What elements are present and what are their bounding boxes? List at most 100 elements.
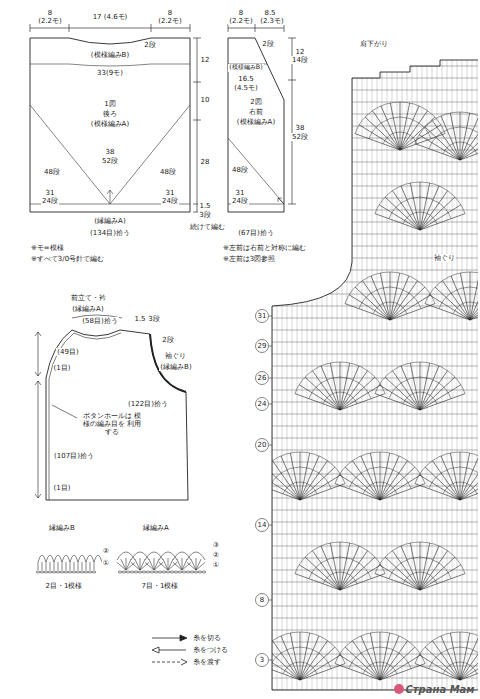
note: ※左前は右前と対称に編む xyxy=(222,244,307,252)
stitch-column xyxy=(417,60,418,690)
marker-tick xyxy=(269,525,272,526)
fan-stitch xyxy=(340,542,341,590)
row-line xyxy=(272,582,478,583)
watermark-logo xyxy=(394,684,404,694)
dimension-label: (49目) xyxy=(56,348,79,356)
count-arrow xyxy=(35,381,41,498)
row-line xyxy=(272,642,478,643)
picot xyxy=(78,555,86,562)
stitch-column xyxy=(407,60,408,690)
fan-stitch xyxy=(361,636,380,680)
note: ※すべて3/0号針で編む xyxy=(30,255,105,263)
width-dimension xyxy=(30,24,190,32)
row-line xyxy=(272,150,478,151)
row-number: 20 xyxy=(257,441,268,449)
chain-stitch xyxy=(150,571,154,573)
row-line xyxy=(272,546,478,547)
shell-stitch xyxy=(163,559,168,570)
note: ※左前は3図参照 xyxy=(222,255,276,263)
fan-arc xyxy=(363,662,397,674)
chain-stitch xyxy=(64,571,68,573)
row-line xyxy=(272,414,478,415)
fan-stitch xyxy=(420,186,439,230)
stitch xyxy=(86,562,87,570)
shell-stitch xyxy=(168,558,169,570)
fan-stitch xyxy=(432,641,460,680)
row-line xyxy=(272,66,478,67)
fan-arc xyxy=(295,542,385,574)
fan-arc xyxy=(373,302,407,314)
stitch-column xyxy=(467,60,468,690)
chain-stitch xyxy=(182,571,186,573)
fan-stitch xyxy=(460,112,461,160)
chain-stitch xyxy=(162,571,166,573)
row-line xyxy=(272,234,478,235)
fan-arc xyxy=(415,632,480,664)
chain-stitch xyxy=(76,571,80,573)
chain-stitch xyxy=(92,571,96,573)
fan-stitch xyxy=(415,664,460,680)
fan-stitch xyxy=(380,636,399,680)
legend-entry: 糸を渡す xyxy=(193,658,221,666)
fan-stitch xyxy=(460,113,470,160)
fan-stitch xyxy=(345,304,390,320)
row-number: 14 xyxy=(257,521,268,529)
dimension-label: 10 xyxy=(200,96,211,104)
row-line xyxy=(272,186,478,187)
chain-stitch xyxy=(170,571,174,573)
stitch-column xyxy=(357,60,358,690)
fan-stitch xyxy=(460,461,480,500)
stitch-column xyxy=(297,60,298,690)
marker-circle xyxy=(256,439,269,452)
legend-arrow xyxy=(181,659,187,665)
stitch-column xyxy=(327,60,328,690)
fan-stitch xyxy=(300,453,310,500)
row-line xyxy=(272,450,478,451)
fan-arc xyxy=(403,572,437,584)
fan-arc xyxy=(375,182,465,214)
picot xyxy=(86,555,94,562)
chain-stitch xyxy=(134,571,138,573)
stitch-pattern: (模様編みA) xyxy=(236,118,276,128)
row-marker xyxy=(256,654,273,667)
chain-stitch xyxy=(130,571,134,573)
row-number: ① xyxy=(212,561,220,569)
fan-stitch xyxy=(295,574,340,590)
shell-stitch xyxy=(121,559,126,570)
stitch xyxy=(82,562,83,570)
stitch xyxy=(94,562,95,570)
fan-stitch xyxy=(340,543,350,590)
row-number: 24 xyxy=(257,400,268,408)
fan-stitch xyxy=(281,636,300,680)
fan-arc xyxy=(403,212,437,224)
fan-arc xyxy=(349,647,411,669)
fan-stitch xyxy=(420,385,461,410)
stitch-column xyxy=(437,60,438,690)
fan-arc xyxy=(443,142,477,154)
row-number: 31 xyxy=(257,312,268,320)
chain-stitch xyxy=(158,571,162,573)
stitch-column xyxy=(342,60,343,690)
row-line xyxy=(272,174,478,175)
row-line xyxy=(272,270,478,271)
dimension-label: 8 xyxy=(47,9,53,17)
fan-stitch xyxy=(352,641,380,680)
fan-arc xyxy=(443,662,477,674)
stitch-column xyxy=(477,60,478,690)
chain-stitch xyxy=(166,571,170,573)
stitch-column xyxy=(322,60,323,690)
chain-stitch xyxy=(48,571,52,573)
fan-stitch xyxy=(420,366,439,410)
fan-stitch xyxy=(470,273,480,320)
fan-stitch xyxy=(340,565,381,590)
dimension-label: 52段 xyxy=(291,133,309,141)
fan-stitch xyxy=(371,276,390,320)
stitch xyxy=(90,562,91,570)
fan-arc xyxy=(415,452,480,484)
row-line xyxy=(272,90,478,91)
dimension-label: 38 xyxy=(105,148,116,156)
chain-stitch xyxy=(154,571,158,573)
fan-stitch xyxy=(400,103,410,150)
stitch-chart xyxy=(255,60,480,690)
dimension-label: 12 xyxy=(295,48,306,56)
